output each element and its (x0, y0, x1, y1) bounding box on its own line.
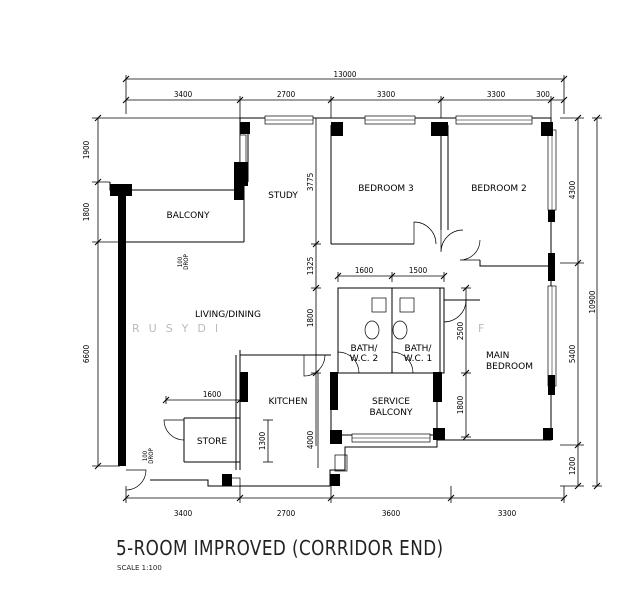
dim-left-1: 1900 (82, 140, 91, 159)
dimension-ticks (94, 75, 601, 502)
room-main-bedroom-line2: BEDROOM (486, 362, 533, 372)
room-bath-1-line2: W.C. 1 (404, 354, 432, 364)
plan-scale: SCALE 1:100 (117, 564, 162, 572)
windows (225, 115, 557, 487)
dim-main-v2: 1800 (456, 395, 465, 414)
room-balcony: BALCONY (167, 211, 210, 221)
dim-left-3: 6600 (82, 344, 91, 363)
room-store: STORE (197, 437, 228, 447)
dim-overall-top: 13000 (334, 70, 357, 79)
dim-bottom-3: 3600 (382, 509, 401, 518)
dimension-lines (92, 75, 602, 503)
dim-right-1: 4300 (568, 180, 577, 199)
dim-top-2: 2700 (277, 90, 296, 99)
room-bedroom-2: BEDROOM 2 (471, 184, 527, 194)
dim-store-w: 1600 (203, 390, 222, 399)
room-living-dining: LIVING/DINING (195, 310, 261, 320)
dim-left-2: 1800 (82, 202, 91, 221)
dim-bottom-4: 3300 (498, 509, 517, 518)
room-service-balcony-line2: BALCONY (370, 408, 413, 418)
dim-right-2: 5400 (568, 344, 577, 363)
room-main-bedroom-line1: MAIN (486, 351, 509, 361)
dim-top-1: 3400 (174, 90, 193, 99)
dim-top-5: 300 (536, 90, 550, 99)
plan-title: 5-ROOM IMPROVED (CORRIDOR END) (116, 536, 444, 560)
room-bath-1-line1: BATH/ (405, 344, 433, 354)
dim-top-4: 3300 (487, 90, 506, 99)
room-bath-2-line2: W.C. 2 (350, 354, 378, 364)
columns (110, 122, 555, 486)
dim-study-v: 3775 (306, 173, 315, 191)
dim-top-3: 3300 (377, 90, 396, 99)
room-kitchen: KITCHEN (269, 397, 308, 407)
room-bath-2-line1: BATH/ (351, 344, 379, 354)
dim-overall-right: 10900 (588, 290, 597, 313)
room-study: STUDY (268, 191, 298, 201)
doors (125, 221, 481, 491)
dim-store-v: 1300 (258, 431, 267, 450)
bath-fixtures (364, 297, 415, 340)
watermark-right: F (478, 322, 493, 335)
dim-main-v1: 2500 (456, 321, 465, 340)
drop-label-2: 100 (142, 450, 149, 461)
dim-right-3: 1200 (568, 456, 577, 475)
drop-label-1: 100 (177, 256, 184, 267)
dim-bath-w1: 1600 (355, 266, 374, 275)
drop-label-1b: DROP (183, 254, 190, 270)
room-service-balcony-line1: SERVICE (372, 397, 410, 407)
watermark-left: RUSYDI (132, 322, 227, 335)
dim-kitchen-v: 4000 (306, 430, 315, 449)
dim-bottom-1: 3400 (174, 509, 193, 518)
dim-bath-v: 1800 (306, 308, 315, 327)
window-hatch (265, 119, 553, 439)
dim-upper-v: 1325 (306, 257, 315, 275)
room-bedroom-3: BEDROOM 3 (358, 184, 414, 194)
dim-bath-w2: 1500 (409, 266, 428, 275)
dim-bottom-2: 2700 (277, 509, 296, 518)
drop-label-2b: DROP (148, 448, 155, 464)
